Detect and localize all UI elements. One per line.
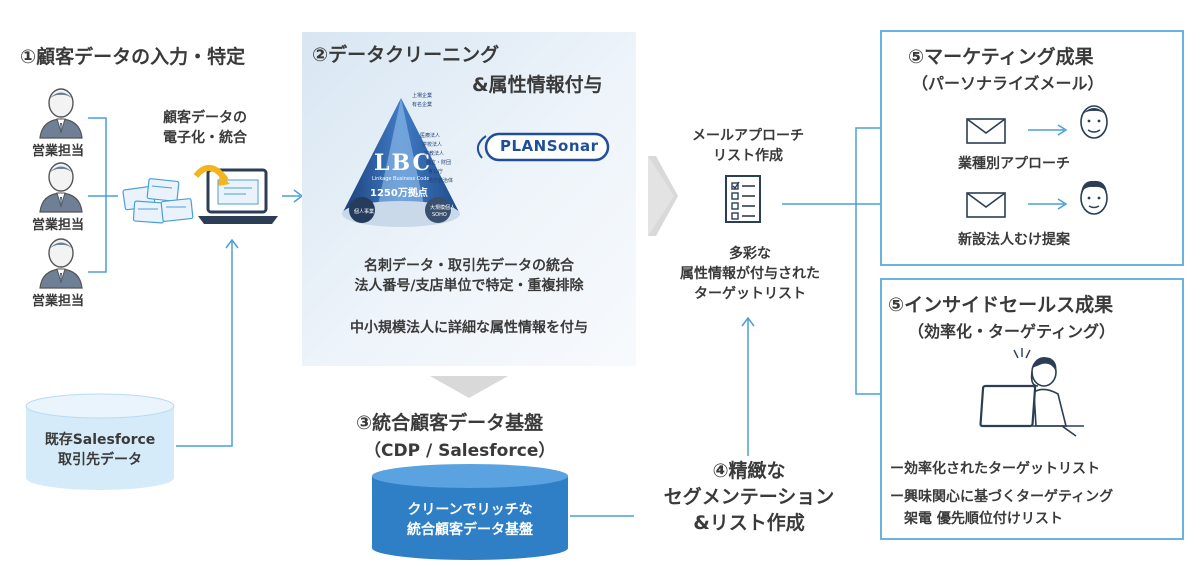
step5b-subtitle: （効率化・ターゲティング） — [908, 322, 1116, 341]
person-sales-1: 営業担当 — [26, 86, 96, 159]
step2-title-line2: &属性情報付与 — [472, 74, 603, 96]
step5a-panel — [880, 30, 1184, 266]
pyramid-label: 上場企業 — [412, 93, 433, 99]
lbc-brand-sub: Linkage Business Code — [372, 176, 430, 182]
step2-desc-line3: 中小規模法人に詳細な属性情報を付与 — [350, 320, 588, 336]
step5a-subtitle: （パーソナライズメール） — [912, 74, 1104, 93]
pyramid-label: 学校法人 — [422, 142, 443, 148]
arrow-right-icon — [1028, 124, 1068, 136]
operator-at-desk-icon — [976, 346, 1086, 438]
step5a-item1: 業種別アプローチ — [958, 156, 1070, 172]
legacy-salesforce-db: 既存Salesforce 取引先データ — [24, 392, 176, 492]
step3-title: ③統合顧客データ基盤 — [356, 412, 544, 434]
integrated-customer-db: クリーンでリッチな 統合顧客データ基盤 — [370, 462, 570, 562]
pyramid-label: 地方自治体 — [428, 178, 454, 184]
integrated-db-label: クリーンでリッチな 統合顧客データ基盤 — [407, 502, 533, 538]
pyramid-label: 有名企業 — [412, 102, 433, 108]
person-icon — [39, 238, 83, 289]
pyramid-label: 独立・財団 — [426, 160, 452, 166]
person-label: 営業担当 — [32, 294, 85, 309]
person-label: 営業担当 — [32, 144, 85, 159]
lbc-pyramid: LBC Linkage Business Code 1250万拠点 — [336, 92, 466, 232]
pyramid-label-list: 上場企業 有名企業 医療法人 学校法人 宗教法人 独立・財団 官公庁 地方自治体 — [412, 92, 472, 186]
business-cards-icon — [122, 176, 202, 226]
person-sales-3: 営業担当 — [26, 236, 96, 309]
young-man-icon — [1074, 178, 1114, 224]
pyramid-label: 大規模個人 — [430, 205, 456, 211]
pyramid-label: 官公庁 — [428, 169, 444, 175]
envelope-icon — [966, 118, 1006, 144]
step5a-title: ⑤マーケティング成果 — [908, 46, 1094, 68]
person-sales-2: 営業担当 — [26, 160, 96, 233]
step2-title-line1: ②データクリーニング — [312, 44, 500, 66]
lbc-brand: LBC — [374, 150, 432, 176]
laptop-icon — [193, 164, 280, 230]
plansonar-text: PLANSonar — [500, 137, 599, 155]
step2-desc-line2: 法人番号/支店単位で特定・重複排除 — [354, 278, 584, 294]
person-icon — [39, 162, 83, 213]
person-icon — [39, 88, 83, 139]
step5a-item2: 新設法人むけ提案 — [958, 232, 1070, 248]
mail-list-desc: 多彩な 属性情報が付与された ターゲットリスト — [680, 246, 820, 302]
plansonar-logo: PLANSonar — [464, 124, 614, 168]
lbc-count: 1250万拠点 — [370, 188, 428, 199]
legacy-db-label: 既存Salesforce 取引先データ — [44, 432, 156, 468]
step5b-title: ⑤インサイドセールス成果 — [888, 294, 1114, 316]
step5b-bullet2: ー興味関心に基づくターゲティング 架電 優先順位付けリスト — [890, 489, 1114, 527]
pyramid-label: 個人事業 — [354, 209, 375, 215]
step3-subtitle: （CDP / Salesforce） — [364, 441, 556, 461]
digitize-label: 顧客データの 電子化・統合 — [163, 110, 247, 146]
older-man-icon — [1074, 102, 1114, 148]
pyramid-label: SOHO — [432, 212, 447, 218]
envelope-icon — [966, 192, 1006, 218]
step4-title: ④精緻な セグメンテーション &リスト作成 — [663, 460, 835, 534]
mail-list-title: メールアプローチ リスト作成 — [692, 128, 804, 164]
step2-desc-line1: 名刺データ・取引先データの統合 — [364, 258, 574, 274]
pyramid-label: 医療法人 — [420, 133, 441, 139]
pyramid-label: 宗教法人 — [424, 151, 445, 157]
step1-title: ①顧客データの入力・特定 — [20, 46, 246, 68]
arrow-right-icon — [1028, 198, 1068, 210]
step5b-bullet1: ー効率化されたターゲットリスト — [890, 461, 1100, 477]
person-label: 営業担当 — [32, 218, 85, 233]
checklist-icon — [724, 174, 764, 226]
